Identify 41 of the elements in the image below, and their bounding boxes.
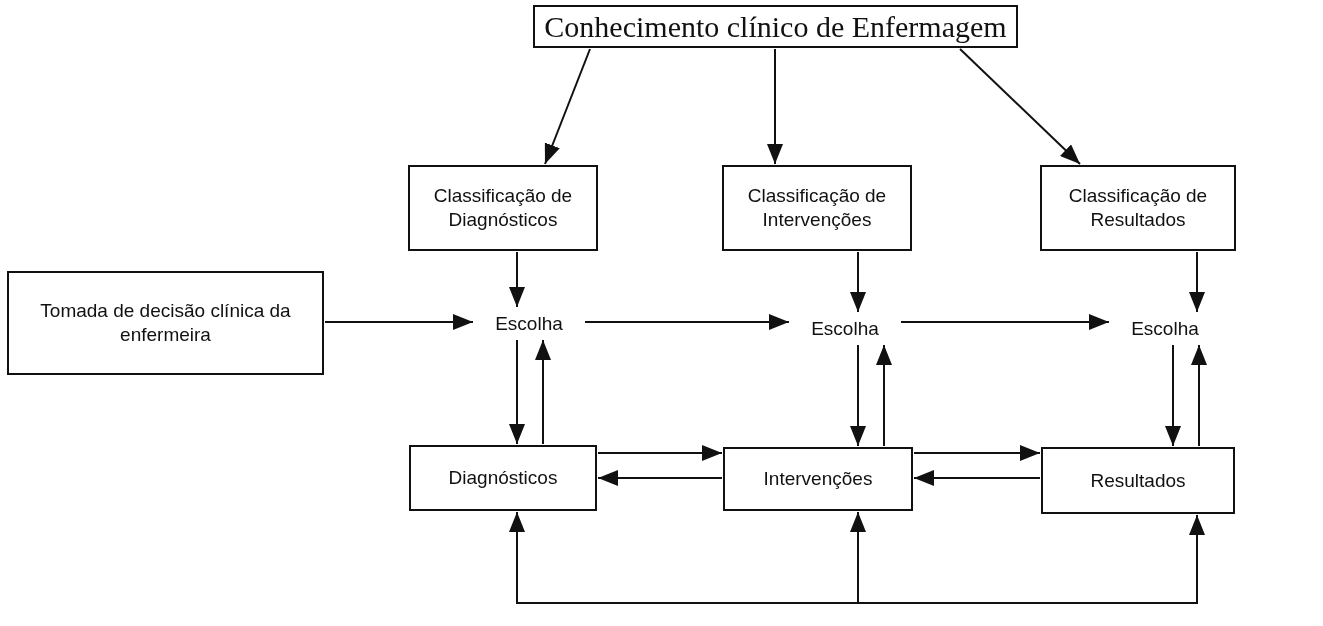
- arrow: [913, 470, 1041, 486]
- process-box: [409, 445, 597, 511]
- arrow: [324, 314, 474, 330]
- box-text: Resultados: [1089, 468, 1187, 493]
- arrow: [1165, 344, 1181, 447]
- arrow: [509, 339, 525, 445]
- box-text: Tomada de decisão clínica da enfermeira: [39, 299, 292, 347]
- process-box: [533, 5, 1018, 48]
- arrow: [850, 344, 866, 447]
- arrow: [544, 48, 591, 165]
- step-label: Escolha: [790, 313, 900, 344]
- process-box: [722, 165, 912, 251]
- arrow: [535, 339, 551, 445]
- arrow: [900, 314, 1110, 330]
- box-text: Classificação de Intervenções: [746, 184, 888, 232]
- box-text: Intervenções: [762, 467, 874, 491]
- step-label: Escolha: [474, 308, 584, 339]
- process-box: [723, 447, 913, 511]
- box-text: Classificação de Diagnósticos: [432, 184, 574, 232]
- arrow: [1189, 251, 1205, 313]
- arrow: [597, 470, 723, 486]
- process-box: [1040, 165, 1236, 251]
- step-label: Escolha: [1110, 313, 1220, 344]
- arrow: [959, 48, 1081, 165]
- arrow: [584, 314, 790, 330]
- process-box: [408, 165, 598, 251]
- arrow: [857, 514, 1205, 604]
- arrow: [597, 445, 723, 461]
- box-text: Diagnósticos: [447, 466, 559, 490]
- arrow: [913, 445, 1041, 461]
- arrow: [509, 251, 525, 308]
- arrow: [876, 344, 892, 447]
- arrow: [850, 511, 866, 604]
- arrow: [509, 511, 859, 604]
- box-text: Classificação de Resultados: [1067, 184, 1209, 232]
- arrow: [850, 251, 866, 313]
- arrow: [1191, 344, 1207, 447]
- box-text: Conhecimento clínico de Enfermagem: [543, 8, 1008, 45]
- process-box: [7, 271, 324, 375]
- process-box: [1041, 447, 1235, 514]
- arrow: [767, 48, 783, 165]
